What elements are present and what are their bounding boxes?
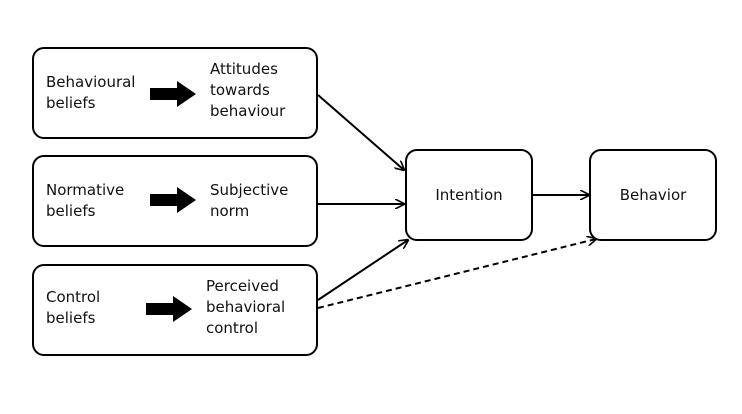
behavior-box: Behavior — [589, 149, 717, 241]
arrow-attitudes-to-intention — [317, 94, 404, 170]
normative-beliefs-label: Normative beliefs — [46, 181, 125, 220]
dashed-arrow-control-to-behavior — [317, 239, 596, 309]
block-arrow-right-icon — [150, 187, 196, 213]
behavioural-beliefs-label: Behavioural beliefs — [46, 73, 136, 112]
intention-box: Intention — [405, 149, 533, 241]
control-beliefs-label: Control beliefs — [46, 288, 101, 327]
arrow-control-to-intention — [317, 240, 408, 301]
block-arrow-right-icon — [146, 296, 192, 322]
block-arrow-right-icon — [150, 81, 196, 107]
perceived-control-label: Perceived behavioral control — [206, 277, 286, 337]
subjective-norm-label: Subjective norm — [210, 181, 289, 220]
attitudes-label: Attitudes towards behaviour — [210, 60, 286, 120]
